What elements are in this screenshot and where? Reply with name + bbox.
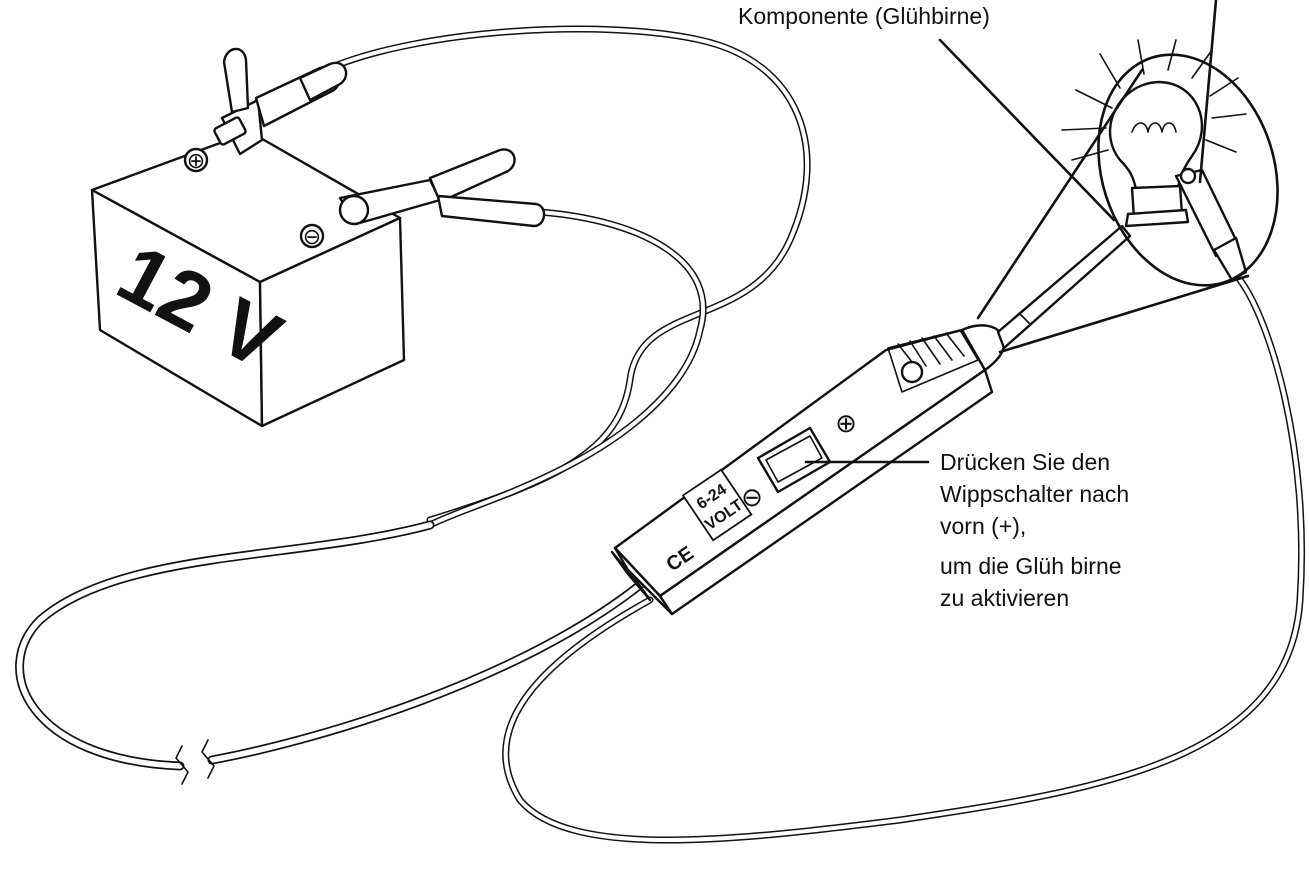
- switch-instruction-line-3: vorn (+),: [940, 513, 1026, 539]
- battery-plus-symbol: ⊕: [187, 148, 205, 173]
- bulb-filament: [1131, 122, 1177, 133]
- tester-body-side: [658, 368, 994, 616]
- lamp-connector: [1174, 167, 1248, 282]
- switch-instruction-line-5: zu aktivieren: [940, 585, 1069, 611]
- cable-break-mark-2: [201, 739, 215, 779]
- bulb-socket: [1124, 208, 1190, 228]
- switch-instruction-label: Drücken Sie den Wippschalter nach vorn (…: [940, 449, 1129, 611]
- switch-instruction-line-1: Drücken Sie den: [940, 449, 1110, 475]
- tester-cable-exit: [610, 550, 652, 602]
- tester-plus-symbol: ⊕: [835, 408, 857, 438]
- switch-instruction-line-2: Wippschalter nach: [940, 481, 1129, 507]
- component-leader-line: [938, 38, 1116, 222]
- magnifier-callout: [804, 0, 1279, 464]
- cable-break-mark: [175, 745, 189, 785]
- battery: 12 V ⊕ ⊖: [90, 130, 406, 428]
- tester-light-window: [900, 360, 924, 384]
- bulb-component: [1061, 39, 1248, 282]
- circuit-tester: ⊕ ⊖ 6-24 VOLT CE: [610, 224, 1132, 616]
- magnifier-ray-upper: [976, 68, 1144, 320]
- cables: [15, 25, 1306, 844]
- battery-side: [258, 216, 406, 428]
- top-leader-line: [1198, 0, 1218, 184]
- battery-minus-symbol: ⊖: [303, 224, 321, 249]
- magnifier-ray-lower: [998, 274, 1250, 354]
- switch-instruction-line-4: um die Glüh birne: [940, 553, 1122, 579]
- clamp-negative: [338, 148, 546, 228]
- battery-terminal-negative: ⊖: [299, 223, 325, 249]
- cable-main-loop: [15, 520, 645, 785]
- clamp-positive: [213, 47, 348, 156]
- component-label: Komponente (Glühbirne): [738, 3, 990, 29]
- tester-probe: [960, 224, 1132, 372]
- cable-positive: [326, 25, 811, 524]
- cable-lamp-return: [502, 276, 1306, 844]
- battery-terminal-positive: ⊕: [183, 147, 209, 173]
- cable-negative: [426, 208, 707, 529]
- tester-minus-symbol: ⊖: [741, 482, 763, 512]
